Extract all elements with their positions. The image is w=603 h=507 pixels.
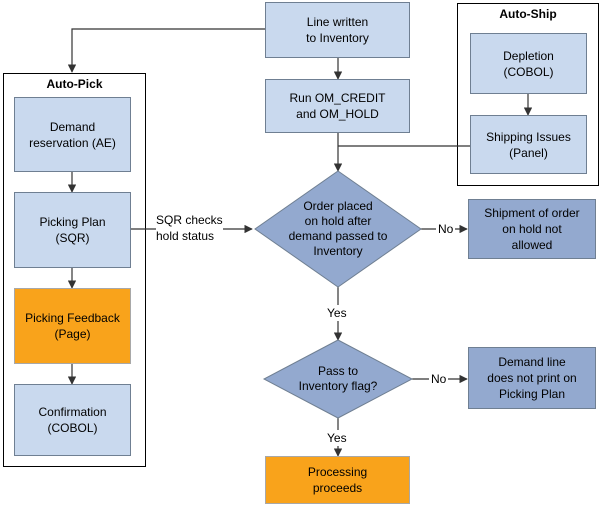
confirmation-label: Confirmation (COBOL): [38, 405, 107, 435]
demand-not-print-label: Demand line does not print on Picking Pl…: [487, 355, 577, 401]
no-label-flag: No: [429, 371, 449, 387]
shipment-not-allowed-box: Shipment of order on hold not allowed: [468, 199, 596, 259]
sqr-checks-label: SQR checks hold status: [156, 212, 223, 244]
depletion-box: Depletion (COBOL): [470, 33, 587, 94]
run-om-box: Run OM_CREDIT and OM_HOLD: [265, 79, 410, 133]
picking-plan-box: Picking Plan (SQR): [14, 192, 131, 268]
yes-label-flag: Yes: [325, 430, 349, 446]
decision-flag-shape: [262, 339, 414, 419]
demand-reservation-box: Demand reservation (AE): [14, 97, 131, 172]
depletion-label: Depletion (COBOL): [503, 48, 554, 79]
processing-box: Processing proceeds: [265, 456, 410, 504]
picking-plan-label: Picking Plan (SQR): [39, 215, 106, 245]
demand-reservation-label: Demand reservation (AE): [29, 119, 116, 150]
run-om-label: Run OM_CREDIT and OM_HOLD: [289, 91, 386, 121]
shipment-not-allowed-label: Shipment of order on hold not allowed: [484, 206, 580, 252]
shipping-issues-label: Shipping Issues (Panel): [486, 129, 571, 160]
decision-hold-shape: [254, 170, 422, 288]
demand-not-print-box: Demand line does not print on Picking Pl…: [468, 347, 596, 409]
auto-ship-title: Auto-Ship: [499, 7, 557, 21]
processing-label: Processing proceeds: [307, 465, 368, 495]
yes-label-hold: Yes: [325, 305, 349, 321]
line-written-label: Line written to Inventory: [306, 15, 369, 45]
edge-line-written-to-auto-pick: [67, 28, 265, 73]
auto-pick-title: Auto-Pick: [46, 77, 103, 91]
picking-feedback-box: Picking Feedback (Page): [14, 288, 131, 364]
shipping-issues-box: Shipping Issues (Panel): [470, 115, 587, 174]
confirmation-box: Confirmation (COBOL): [14, 384, 131, 456]
picking-feedback-label: Picking Feedback (Page): [25, 311, 120, 341]
line-written-box: Line written to Inventory: [265, 2, 410, 58]
no-label-hold: No: [436, 221, 456, 237]
